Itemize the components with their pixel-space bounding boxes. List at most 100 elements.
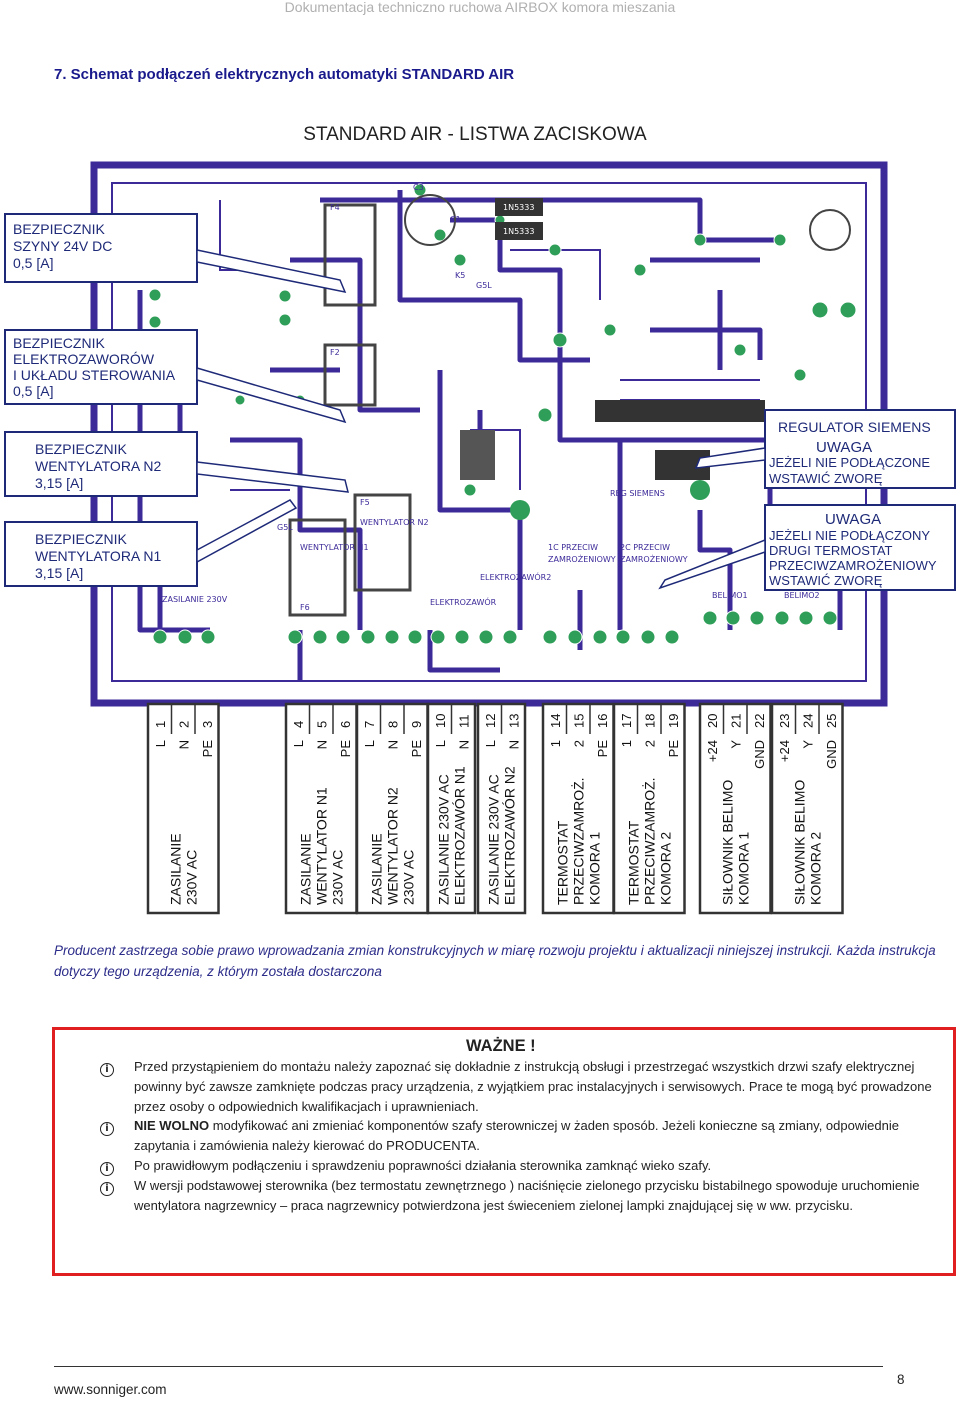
terminal-group-label: 230V AC xyxy=(329,850,345,905)
terminal-number: 5 xyxy=(314,721,329,728)
terminal-group-label: KOMORA 2 xyxy=(807,832,823,905)
terminal-group-box xyxy=(426,702,477,915)
terminal-group-label: WENTYLATOR N2 xyxy=(384,787,400,905)
terminal-number: 15 xyxy=(571,714,586,728)
wiring-diagram: STANDARD AIR - LISTWA ZACISKOWA xyxy=(4,124,956,915)
terminal-signal: N xyxy=(385,740,400,749)
terminal-signal: N xyxy=(314,740,329,749)
terminal-signal: Y xyxy=(800,740,815,749)
terminal-number: 17 xyxy=(619,714,634,728)
svg-text:1C PRZECIW: 1C PRZECIW xyxy=(548,543,598,552)
svg-text:ELEKTROZAWÓR2: ELEKTROZAWÓR2 xyxy=(480,571,551,582)
terminal-group-label: ZASILANIE 230V AC xyxy=(436,774,452,905)
important-title: WAŻNE ! xyxy=(466,1037,536,1055)
terminal-number: 20 xyxy=(705,714,720,728)
svg-text:WENTYLATOR N2: WENTYLATOR N2 xyxy=(360,518,429,527)
svg-text:BEZPIECZNIK: BEZPIECZNIK xyxy=(35,531,127,547)
terminal-group-label: 230V AC xyxy=(400,850,416,905)
terminal-signal: L xyxy=(433,740,448,747)
svg-text:ZASILANIE 230V: ZASILANIE 230V xyxy=(162,595,228,604)
svg-text:F5: F5 xyxy=(360,498,370,507)
terminal-group-label: ELEKTROZAWÓR N2 xyxy=(502,766,518,905)
section-title: 7. Schemat podłączeń elektrycznych autom… xyxy=(54,66,515,83)
terminal-signal: L xyxy=(362,740,377,747)
svg-text:F6: F6 xyxy=(300,603,310,612)
terminal-group-label: ZASILANIE xyxy=(297,833,313,905)
terminal-group-label: KOMORA 1 xyxy=(735,832,751,905)
terminal-number: 22 xyxy=(752,714,767,728)
terminal-number: 25 xyxy=(824,714,839,728)
terminal-group-label: ZASILANIE 230V AC xyxy=(486,774,502,905)
svg-text:G5L: G5L xyxy=(277,523,293,532)
callout-thermostat: UWAGA JEŻELI NIE PODŁĄCZONY DRUGI TERMOS… xyxy=(658,504,956,591)
terminal-signal: PE xyxy=(338,740,353,758)
svg-text:BEZPIECZNIK: BEZPIECZNIK xyxy=(13,221,105,237)
terminal-group-label: PRZECIWZAMROŻ. xyxy=(569,777,586,905)
terminal-group-box xyxy=(612,702,686,915)
svg-text:G5L: G5L xyxy=(476,281,492,290)
terminal-number: 6 xyxy=(338,721,353,728)
terminal-group-label: TERMOSTAT xyxy=(554,820,570,905)
terminal-signal: 1 xyxy=(548,740,563,747)
info-icon: i xyxy=(100,1063,114,1077)
info-icon: i xyxy=(100,1182,114,1196)
terminal-signal: PE xyxy=(200,740,215,758)
svg-text:ELEKTROZAWORÓW: ELEKTROZAWORÓW xyxy=(13,351,155,367)
svg-text:3,15 [A]: 3,15 [A] xyxy=(35,475,83,491)
callout-fuse-n2: BEZPIECZNIK WENTYLATORA N2 3,15 [A] xyxy=(4,431,349,497)
terminal-signal: +24 xyxy=(705,740,720,762)
terminal-number: 2 xyxy=(176,721,191,728)
terminal-signal: L xyxy=(291,740,306,747)
diagram-title: STANDARD AIR - LISTWA ZACISKOWA xyxy=(303,124,647,145)
terminal-group-label: 230V AC xyxy=(183,850,199,905)
terminal-signal: N xyxy=(176,740,191,749)
terminal-group-label: SIŁOWNIK BELIMO xyxy=(791,780,807,905)
terminal-group-label: SIŁOWNIK BELIMO xyxy=(719,780,735,905)
terminal-group-label: KOMORA 1 xyxy=(586,832,602,905)
callout-siemens: REGULATOR SIEMENS UWAGA JEŻELI NIE PODŁĄ… xyxy=(694,409,956,489)
terminal-signal: PE xyxy=(595,740,610,758)
terminal-group-box xyxy=(770,702,844,915)
important-item-2-bold: NIE WOLNO xyxy=(134,1118,210,1133)
svg-text:REG SIEMENS: REG SIEMENS xyxy=(610,489,665,498)
important-item-4: W wersji podstawowej sterownika (bez ter… xyxy=(134,1178,920,1213)
terminal-signal: PE xyxy=(666,740,681,758)
svg-text:2C PRZECIW: 2C PRZECIW xyxy=(620,543,670,552)
svg-text:0,5 [A]: 0,5 [A] xyxy=(13,255,53,271)
svg-text:REGULATOR SIEMENS: REGULATOR SIEMENS xyxy=(778,419,931,435)
terminal-number: 16 xyxy=(595,714,610,728)
terminal-signal: L xyxy=(153,740,168,747)
disclaimer-notice: Producent zastrzega sobie prawo wprowadz… xyxy=(54,943,936,979)
svg-text:1N5333: 1N5333 xyxy=(503,227,534,236)
svg-text:0,5 [A]: 0,5 [A] xyxy=(13,383,53,399)
info-icon: i xyxy=(100,1162,114,1176)
terminal-number: 24 xyxy=(800,714,815,728)
info-icon: i xyxy=(100,1122,114,1136)
svg-text:WSTAWIĆ ZWORĘ: WSTAWIĆ ZWORĘ xyxy=(769,573,883,588)
svg-text:WENTYLATOR N1: WENTYLATOR N1 xyxy=(300,543,369,552)
pcb-component-labels: 1N5333 1N5333 F4 F2 F6 F5 G5L G5L C1 C3 … xyxy=(162,183,820,612)
terminal-signal: GND xyxy=(752,740,767,769)
svg-text:WENTYLATORA N2: WENTYLATORA N2 xyxy=(35,458,162,474)
svg-text:JEŻELI NIE PODŁĄCZONY: JEŻELI NIE PODŁĄCZONY xyxy=(769,528,930,543)
callout-fuse-bus: BEZPIECZNIK SZYNY 24V DC 0,5 [A] xyxy=(4,213,347,294)
terminal-number: 21 xyxy=(728,714,743,728)
footer-url: www.sonniger.com xyxy=(54,1382,167,1397)
terminal-group-label: ELEKTROZAWÓR N1 xyxy=(452,766,468,905)
terminal-group-box xyxy=(698,702,772,915)
svg-text:BEZPIECZNIK: BEZPIECZNIK xyxy=(35,441,127,457)
terminal-signal: PE xyxy=(409,740,424,758)
svg-text:SZYNY 24V DC: SZYNY 24V DC xyxy=(13,238,112,254)
terminal-group-label: ZASILANIE xyxy=(368,833,384,905)
terminal-group-label: ZASILANIE xyxy=(167,833,183,905)
terminal-number: 18 xyxy=(642,714,657,728)
terminal-signal: 2 xyxy=(571,740,586,747)
terminal-number: 3 xyxy=(200,721,215,728)
terminal-number: 9 xyxy=(409,721,424,728)
svg-text:DRUGI TERMOSTAT: DRUGI TERMOSTAT xyxy=(769,543,893,558)
svg-text:C3: C3 xyxy=(413,183,424,192)
terminal-number: 8 xyxy=(385,721,400,728)
svg-text:3,15 [A]: 3,15 [A] xyxy=(35,565,83,581)
svg-text:K5: K5 xyxy=(455,271,465,280)
